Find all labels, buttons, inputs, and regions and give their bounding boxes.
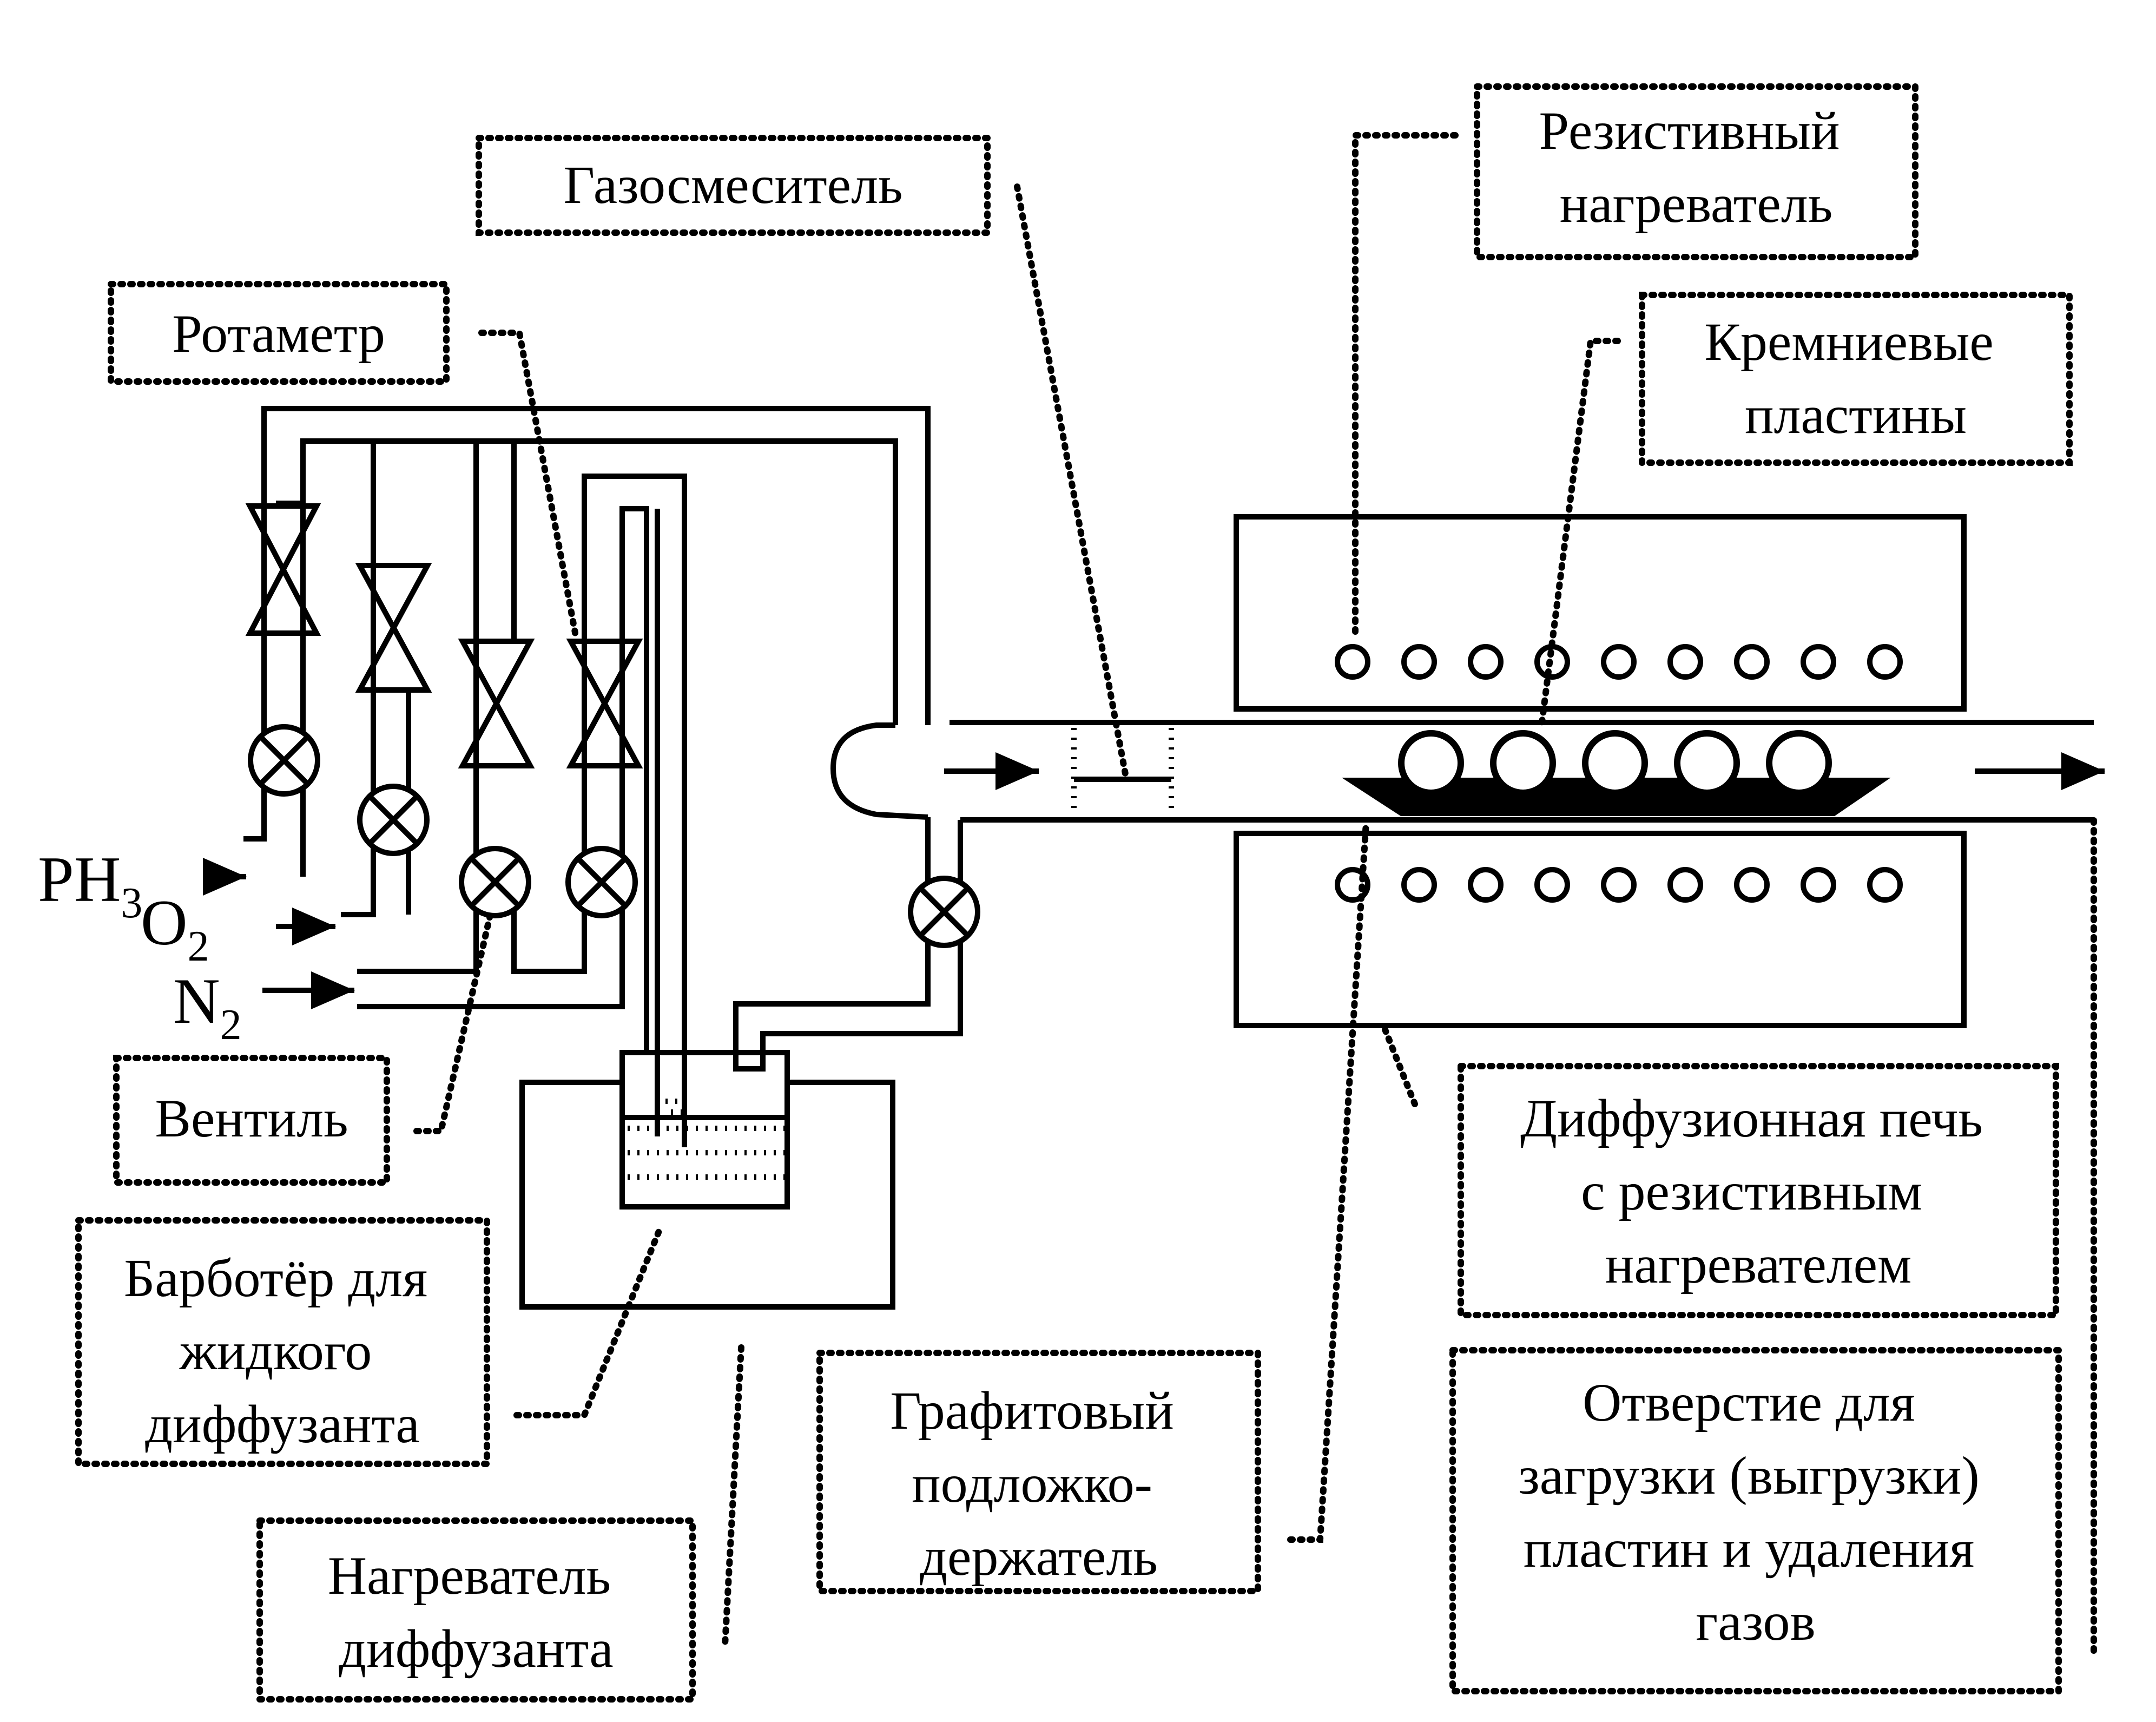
resistive-heater-label-box: [1474, 83, 1918, 260]
valve-icon: [458, 639, 535, 768]
gas-label-n2: N2: [173, 965, 242, 1049]
heater-coil-icon: [1335, 867, 1370, 903]
ph3-line: [243, 406, 931, 842]
graphite-holder-label: Графитовый подложко- держатель: [890, 1381, 1188, 1587]
graphite-holder-leader: [1287, 819, 1369, 1543]
heater-coils-top: [1335, 644, 1903, 680]
gas-label-o2: O2: [141, 886, 209, 970]
bubbler-vessel: [619, 1050, 790, 1210]
valve-icon: [355, 563, 432, 693]
opening-label: Отверстие для загрузки (выгрузки) пласти…: [1518, 1372, 1993, 1652]
furnace-top-block: [1234, 514, 1967, 712]
furnace-label: Диффузионная печь с резистивным нагреват…: [1520, 1088, 1996, 1294]
arrow-icon: [292, 908, 335, 945]
heater-coil-icon: [1801, 867, 1836, 903]
heater-coil-icon: [1534, 867, 1570, 903]
arrow-icon: [995, 752, 1039, 790]
heater-coils-bottom: [1335, 867, 1903, 903]
heater-coil-icon: [1867, 867, 1903, 903]
opening-label-box: [1449, 1347, 2062, 1694]
valve-leader: [413, 914, 493, 1134]
arrow-icon: [2061, 752, 2105, 790]
silicon-wafers-label: Кремниевые пластины: [1704, 312, 2007, 445]
bubbler-label-box: [75, 1217, 490, 1467]
heater-coil-icon: [1801, 644, 1836, 680]
bubbler-assembly: [519, 1050, 895, 1310]
gas-label-ph3: PH3: [38, 843, 142, 927]
wafer-icon: [1674, 730, 1740, 796]
heater-coil-icon: [1667, 644, 1703, 680]
label-boxes: [75, 83, 2073, 1703]
rotameter-icon: [248, 724, 320, 797]
silicon-wafers-leader: [1539, 338, 1621, 726]
dopant-heater-leader: [722, 1344, 744, 1648]
wafer-icon: [1398, 730, 1464, 796]
heater-coil-icon: [1734, 644, 1770, 680]
valve-icon: [566, 639, 643, 768]
heater-coil-icon: [1401, 644, 1437, 680]
wafer-icon: [1766, 730, 1832, 796]
bubbler-label: Барботёр для жидкого диффузанта: [124, 1248, 441, 1454]
heater-coil-icon: [1734, 867, 1770, 903]
gas-mixer-bulb: [830, 722, 928, 820]
heater-coil-icon: [1468, 867, 1504, 903]
arrow-icon: [311, 971, 354, 1009]
valve-label: Вентиль: [155, 1088, 348, 1148]
n2-line-1: [357, 441, 479, 974]
silicon-wafers: [1398, 730, 1832, 796]
rotameter-leader: [478, 330, 579, 642]
furnace: [1234, 514, 1967, 1028]
gas-mixer-leader: [1014, 183, 1129, 777]
n2-line-2: [357, 628, 625, 1009]
valve-label-box: [113, 1055, 390, 1186]
dopant-heater-label-box: [256, 1517, 696, 1703]
dopant-heater-label: Нагреватель диффузанта: [328, 1546, 624, 1679]
gas-mixer-label: Газосмеситель: [563, 155, 902, 215]
heater-coil-icon: [1867, 644, 1903, 680]
valve-icon: [245, 503, 321, 636]
piping: [243, 406, 2094, 1150]
bubbler-return: [733, 817, 931, 1055]
dip-tube: [619, 506, 660, 1139]
resistive-heater-label: Резистивный нагреватель: [1539, 101, 1854, 234]
wafer-icon: [1582, 730, 1648, 796]
heater-coil-icon: [1335, 644, 1370, 680]
heater-coil-icon: [1534, 644, 1570, 680]
wafer-icon: [1490, 730, 1556, 796]
graphite-holder-label-box: [816, 1350, 1261, 1594]
rotameters: [248, 724, 980, 948]
heater-coil-icon: [1601, 644, 1637, 680]
gas-mixer-label-box: [476, 135, 991, 236]
furnace-leader: [1379, 1020, 1418, 1107]
rotameter-icon: [565, 846, 638, 918]
heater-coil-icon: [1601, 867, 1637, 903]
resistive-heater-leader: [1352, 132, 1459, 639]
furnace-label-box: [1458, 1063, 2059, 1318]
rotameter-icon: [459, 846, 531, 918]
arrow-icon: [203, 858, 246, 896]
furnace-bottom-block: [1234, 831, 1967, 1028]
heater-coil-icon: [1401, 867, 1437, 903]
rotameter-icon: [908, 876, 980, 948]
arrow-heads: [203, 752, 2105, 1009]
valves: [245, 503, 643, 768]
bubbler-leader: [513, 1225, 663, 1418]
silicon-wafers-label-box: [1639, 292, 2073, 466]
gas-mixer-section: [1071, 728, 1174, 814]
heater-coil-icon: [1468, 644, 1504, 680]
rotameter-icon: [357, 784, 430, 856]
rotameter-label: Ротаметр: [172, 304, 385, 364]
heater-coil-icon: [1667, 867, 1703, 903]
leader-lines: [413, 132, 2097, 1654]
rotameter-label-box: [108, 281, 450, 385]
